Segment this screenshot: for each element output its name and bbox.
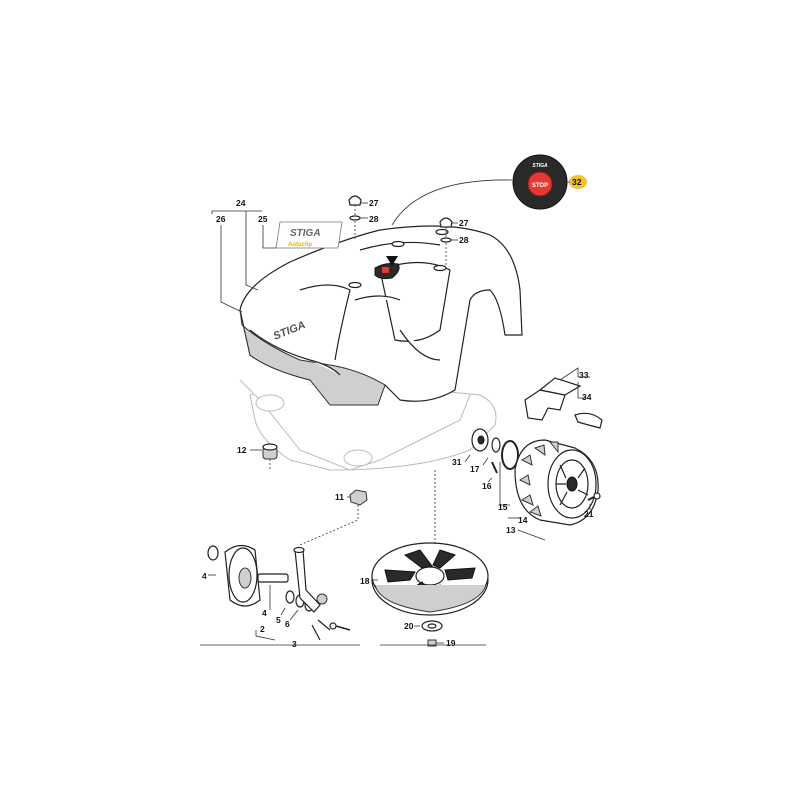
- stop-red-disc: [527, 171, 553, 197]
- callout-18: 21: [584, 509, 594, 519]
- drive-wheel-14: [514, 439, 599, 526]
- lead-33: [559, 367, 590, 381]
- mount-hole: [435, 228, 449, 236]
- pin-16: [491, 461, 498, 474]
- lead-24-bracket: [211, 210, 262, 214]
- lead-26: [220, 225, 243, 313]
- callout-13: 13: [506, 525, 516, 535]
- lead-6: [289, 609, 299, 621]
- stop-arrow-head: [386, 256, 398, 266]
- lead-16: [487, 477, 493, 483]
- callout-15: 15: [498, 502, 508, 512]
- lead-31: [464, 454, 471, 463]
- screw-27-left: [348, 195, 362, 240]
- callout-17: 17: [470, 464, 480, 474]
- callout-19: 19: [446, 638, 456, 648]
- callout-32: 32: [572, 177, 582, 187]
- callout-5: 5: [276, 615, 281, 625]
- callout-34: 34: [582, 392, 592, 402]
- callout-27-right: 27: [459, 218, 469, 228]
- callout-28-left: 28: [369, 214, 379, 224]
- chassis-bump: [255, 394, 285, 412]
- callout-33: 33: [579, 370, 589, 380]
- o-ring-15: [501, 440, 519, 470]
- nut-11: [349, 489, 368, 506]
- lead-17: [482, 457, 489, 466]
- callout-32-highlight: [569, 175, 587, 189]
- mount-hole: [348, 281, 362, 289]
- stop-arrow-line: [391, 179, 513, 226]
- axis-11: [299, 505, 359, 546]
- stop-label: STOP: [532, 183, 548, 189]
- callout-12: 12: [237, 445, 247, 455]
- lead-24: [245, 211, 259, 291]
- mount-hole: [391, 240, 405, 248]
- callout-31: 31: [452, 457, 462, 467]
- callout-3: 3: [292, 639, 297, 649]
- callout-4-left: 4: [202, 571, 207, 581]
- stiga-autoclip-sticker: STIGA Autoclip: [275, 221, 343, 249]
- callout-14: 14: [518, 515, 528, 525]
- callout-11: 11: [335, 492, 344, 502]
- lead-2: [255, 630, 276, 641]
- chassis-bump: [343, 449, 373, 467]
- hub-31: [471, 428, 501, 453]
- stop-button-detail: STOP STIGA: [512, 154, 568, 210]
- cover-shell: [239, 225, 523, 406]
- blade-disc-20: [371, 542, 489, 616]
- callout-26: 26: [216, 214, 226, 224]
- callout-2: 2: [260, 624, 265, 634]
- callout-27-left: 27: [369, 198, 379, 208]
- callout-4-right: 4: [262, 608, 267, 618]
- callout-20: 18: [360, 576, 370, 586]
- sticker-stiga-logo: STIGA: [290, 228, 321, 239]
- lead-34: [577, 382, 585, 399]
- cover-stop-red: [382, 267, 389, 273]
- callout-24: 24: [236, 198, 246, 208]
- bracket-33: [524, 377, 582, 421]
- callout-25: 25: [258, 214, 268, 224]
- screw-27-right: [439, 217, 453, 265]
- mount-hole: [433, 264, 447, 272]
- washer-28-left: [349, 215, 361, 221]
- callout-16: 16: [482, 481, 492, 491]
- arm-3: [293, 546, 351, 641]
- bracket-34: [574, 412, 603, 429]
- lead-5: [280, 607, 286, 616]
- motor-4: [207, 544, 289, 607]
- callout-6: 6: [285, 619, 290, 629]
- screw-18: [587, 492, 601, 501]
- sticker-autoclip: Autoclip: [288, 242, 312, 248]
- washer-21: [421, 620, 443, 632]
- callout-21: 20: [404, 621, 414, 631]
- stop-stiga-mini-logo: STIGA: [532, 163, 548, 169]
- lead-15: [499, 462, 510, 506]
- nut-12: [262, 443, 278, 460]
- cover-stop-button: [374, 263, 400, 280]
- lead-25: [262, 225, 276, 249]
- lead-13: [517, 529, 546, 541]
- washer-28-right: [440, 237, 452, 243]
- callout-28-right: 28: [459, 235, 469, 245]
